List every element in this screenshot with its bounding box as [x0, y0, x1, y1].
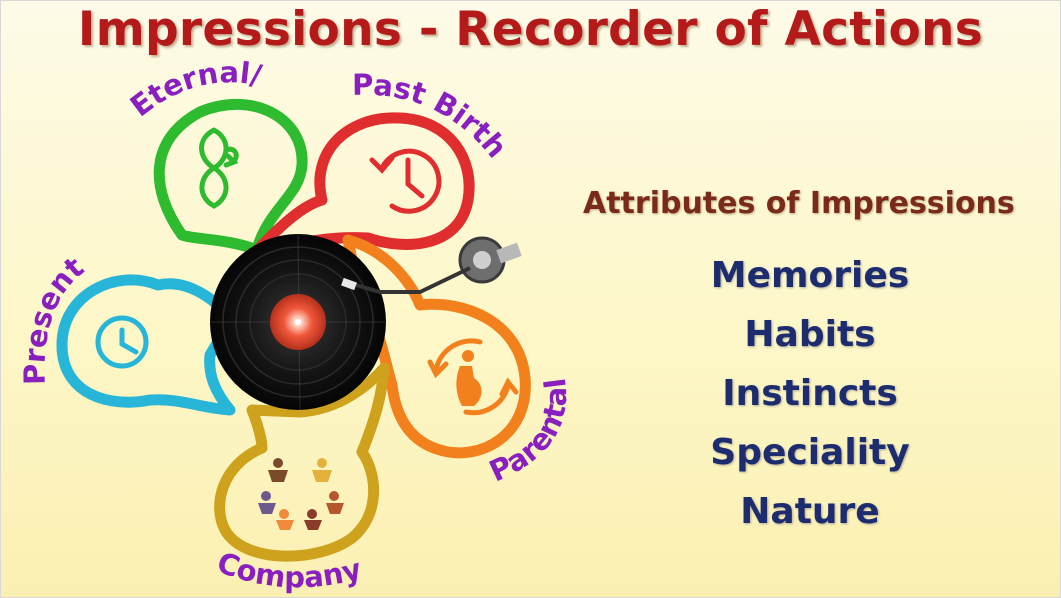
clock-icon	[95, 315, 149, 369]
attribute-item-speciality: Speciality	[710, 432, 910, 473]
attribute-item-habits: Habits	[744, 314, 876, 355]
impressions-diagram: Eternal/ Past Birth Present Parental Com…	[17, 55, 573, 594]
parental-petal	[342, 234, 531, 459]
clock-rewind-icon	[369, 148, 442, 214]
eternal-petal-outline	[153, 98, 308, 258]
pregnant-woman-icon	[427, 338, 519, 416]
present-petal	[56, 274, 238, 416]
attribute-item-memories: Memories	[710, 255, 910, 296]
company-petal	[214, 362, 390, 562]
parental-petal-outline	[342, 234, 531, 459]
tonearm	[355, 266, 471, 294]
present-petal-outline	[56, 274, 238, 416]
eternal-petal	[153, 98, 308, 258]
attribute-item-instincts: Instincts	[722, 373, 898, 414]
slide-title: Impressions - Recorder of Actions	[77, 2, 984, 57]
attribute-item-nature: Nature	[740, 491, 880, 532]
attributes-heading: Attributes of Impressions	[583, 186, 1015, 221]
present-label: Present	[17, 250, 90, 385]
vinyl-record-player-icon	[210, 233, 522, 411]
attributes-list: Memories Habits Instincts Speciality Nat…	[660, 250, 960, 545]
infinity-loop-icon	[199, 127, 239, 209]
group-of-people-icon	[258, 458, 344, 530]
company-petal-outline	[214, 362, 390, 562]
